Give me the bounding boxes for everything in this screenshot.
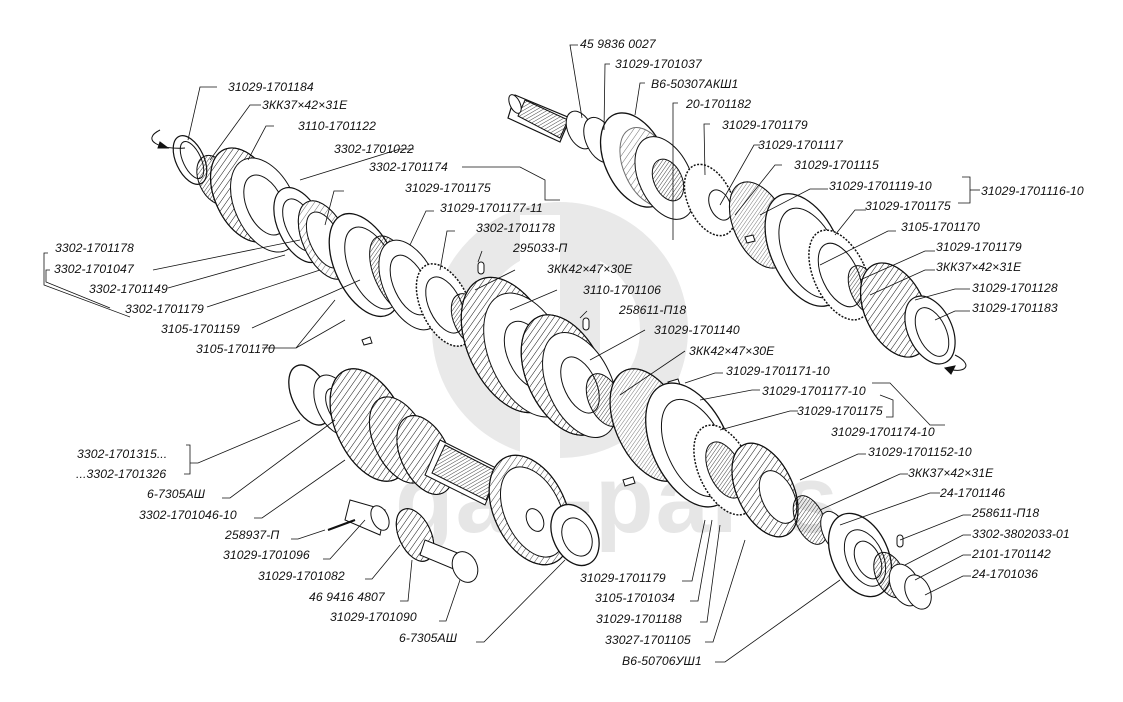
part-label: 3105-1701170	[901, 220, 980, 234]
part-label: 3302-1701046-10	[139, 508, 237, 522]
part-label: 3302-1701178	[55, 241, 134, 255]
lower-right-group	[609, 368, 932, 610]
part-label: 31029-1701174-10	[831, 425, 935, 439]
leader-lines	[43, 44, 980, 663]
part-label: 31029-1701179	[722, 118, 808, 132]
part-label: 31029-1701116-10	[981, 184, 1084, 198]
part-label: 31029-1701175	[865, 199, 951, 213]
part-label: 31029-1701037	[615, 57, 702, 71]
part-label: 31029-1701184	[228, 80, 314, 94]
part-label: 31029-1701096	[223, 548, 310, 562]
part-label: 3302-1701174	[369, 160, 448, 174]
part-label: 31029-1701128	[972, 281, 1058, 295]
part-label: 31029-1701188	[596, 612, 682, 626]
part-label: 3КК37×42×31Е	[936, 260, 1022, 274]
part-label: 258937-П	[225, 528, 280, 542]
part-label: 31029-1701177-10	[762, 384, 866, 398]
part-label: 3302-1701149	[89, 282, 168, 296]
part-label: 31029-1701179	[580, 571, 666, 585]
part-label: 31029-1701117	[758, 138, 843, 152]
part-label: 3105-1701170	[196, 342, 275, 356]
part-label: 31029-1701175	[405, 181, 491, 195]
part-label: 31029-1701140	[654, 323, 740, 337]
part-label: 3КК42×47×30Е	[689, 344, 775, 358]
part-label: 31029-1701177-11	[440, 201, 543, 215]
countershaft-group	[288, 364, 600, 583]
part-label: 6-7305АШ	[399, 631, 458, 645]
part-label: 3110-1701106	[583, 283, 662, 297]
part-label: 46 9416 4807	[309, 590, 385, 604]
part-label: В6-50307АКШ1	[651, 77, 739, 91]
part-label: 31029-1701082	[258, 569, 345, 583]
part-label: 3105-1701034	[595, 591, 675, 605]
part-label: 3302-1701315...	[77, 447, 168, 461]
part-label: ...3302-1701326	[76, 467, 167, 481]
part-label: 31029-1701183	[972, 301, 1058, 315]
part-label: 3302-1701047	[54, 262, 134, 276]
part-label: 3КК42×47×30Е	[547, 262, 633, 276]
part-label: 2101-1701142	[972, 547, 1051, 561]
central-gear-group	[460, 276, 681, 487]
part-label: 24-1701146	[940, 486, 1006, 500]
part-label: 3302-1701022	[334, 142, 414, 156]
part-label: 3КК37×42×31Е	[262, 98, 348, 112]
part-label: 3110-1701122	[298, 119, 377, 133]
part-label: 45 9836 0027	[580, 37, 656, 51]
part-label: 20-1701182	[686, 97, 752, 111]
part-label: 295033-П	[513, 241, 568, 255]
part-label: 24-1701036	[972, 567, 1039, 581]
part-label: 31029-1701171-10	[726, 364, 830, 378]
part-label: 31029-1701115	[794, 158, 879, 172]
part-label: 258611-П18	[972, 506, 1040, 520]
part-label: 31029-1701179	[936, 240, 1022, 254]
part-label: 3105-1701159	[161, 322, 240, 336]
part-label: В6-50706УШ1	[622, 654, 702, 668]
part-label: 6-7305АШ	[147, 487, 206, 501]
part-label: 31029-1701175	[797, 404, 883, 418]
part-label: 33027-1701105	[605, 633, 691, 647]
part-label: 3КК37×42×31Е	[908, 466, 994, 480]
part-label: 258611-П18	[619, 303, 687, 317]
part-label: 3302-3802033-01	[972, 527, 1070, 541]
part-label: 31029-1701090	[330, 610, 417, 624]
part-label: 3302-1701178	[476, 221, 555, 235]
part-label: 31029-1701119-10	[829, 179, 932, 193]
part-label: 3302-1701179	[125, 302, 204, 316]
part-label: 31029-1701152-10	[868, 445, 972, 459]
